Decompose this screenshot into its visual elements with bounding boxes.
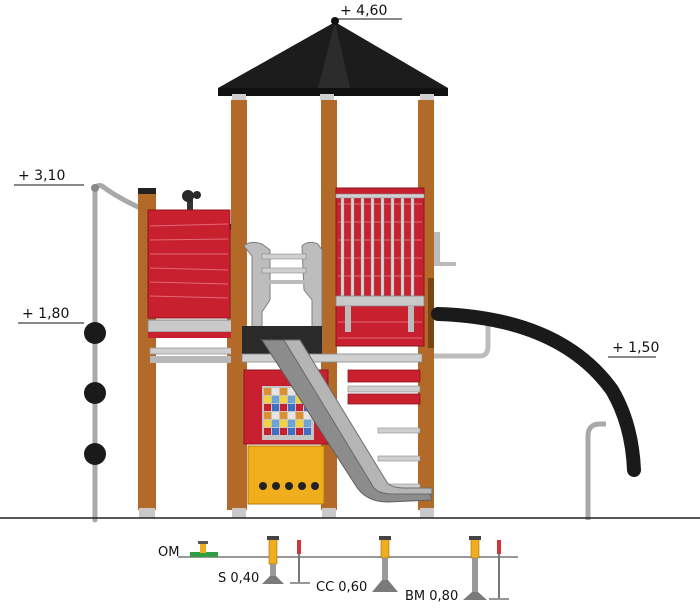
foundation-bm-icon (463, 536, 509, 600)
grid-tile (296, 428, 303, 435)
dimension-slide: + 1,50 (608, 340, 659, 358)
grid-tile (296, 396, 303, 403)
foundation-cc-label: CC 0,60 (316, 580, 367, 595)
grid-tile (264, 420, 271, 427)
grid-tile (296, 420, 303, 427)
climbing-ball-top (84, 322, 106, 344)
climbing-ball-bottom (84, 443, 106, 465)
dimension-top: + 4,60 (334, 3, 402, 20)
foundation-s-label: S 0,40 (218, 571, 259, 586)
grid-tile (280, 396, 287, 403)
foundation-s-icon (262, 536, 310, 584)
grid-tile (272, 412, 279, 419)
climbing-pole (84, 183, 141, 523)
grid-tile (280, 412, 287, 419)
cage-bars (335, 193, 425, 332)
grid-tile (272, 428, 279, 435)
climbing-ball-middle (84, 382, 106, 404)
dimension-platform-label: + 1,80 (22, 306, 69, 322)
grid-tile (280, 388, 287, 395)
grid-tile (304, 428, 311, 435)
grid-tile (280, 404, 287, 411)
foundation-cc-icon (372, 536, 398, 592)
dimension-left-pole-label: + 3,10 (18, 168, 65, 184)
grid-tile (272, 420, 279, 427)
dimension-slide-label: + 1,50 (612, 340, 659, 356)
grid-tile (288, 404, 295, 411)
foundation-om-label: OM (158, 545, 179, 560)
grid-tile (288, 412, 295, 419)
grid-tile (288, 388, 295, 395)
steering-wheel-icon (182, 190, 201, 212)
roof (218, 17, 448, 100)
grid-tile (264, 404, 271, 411)
grid-tile (264, 396, 271, 403)
left-red-panel (147, 209, 231, 319)
grid-tile (272, 388, 279, 395)
dimension-platform: + 1,80 (18, 306, 84, 324)
grid-tile (296, 404, 303, 411)
left-tower (138, 188, 242, 510)
grid-tile (288, 428, 295, 435)
grid-tile (288, 420, 295, 427)
grid-tile (280, 428, 287, 435)
grid-tile (264, 412, 271, 419)
ground (0, 508, 700, 519)
foundation-bm-label: BM 0,80 (405, 589, 458, 604)
grid-tile (272, 396, 279, 403)
grid-tile (288, 396, 295, 403)
dimension-top-label: + 4,60 (340, 3, 387, 19)
straight-slide (261, 339, 433, 503)
grid-tile (296, 412, 303, 419)
grid-tile (304, 420, 311, 427)
grid-tile (264, 428, 271, 435)
main-tower (231, 100, 491, 510)
foundation-om-icon (190, 541, 218, 557)
grid-tile (272, 404, 279, 411)
dimension-left-pole: + 3,10 (14, 168, 84, 186)
grid-tile (280, 420, 287, 427)
grid-tile (304, 412, 311, 419)
foundation-legend: OM S 0,40 CC 0,60 (158, 536, 518, 604)
grid-tile (264, 388, 271, 395)
curved-slide (431, 307, 641, 520)
